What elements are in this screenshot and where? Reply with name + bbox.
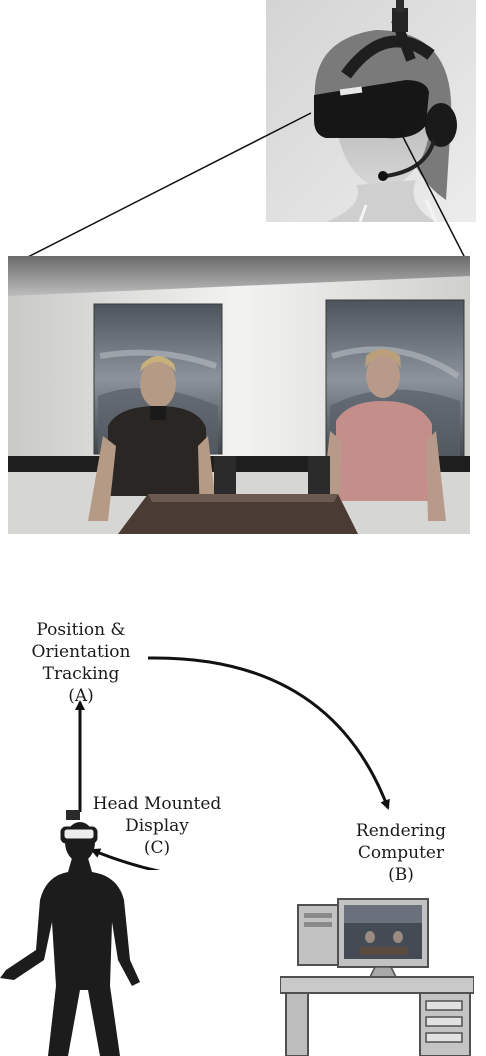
tracking-label-line-4: (A) [68, 686, 94, 706]
rendering-label-line-2: Computer [357, 843, 445, 863]
person-silhouette-icon [0, 810, 140, 1056]
tracking-label: Position & Orientation Tracking (A) [10, 619, 152, 707]
tracking-to-rendering-arrow [147, 656, 390, 810]
desktop-computer-icon [280, 898, 474, 1056]
callout-lines [21, 112, 466, 261]
display-label-line-1: Head Mounted [92, 794, 222, 814]
rendering-label-line-1: Rendering [355, 821, 447, 841]
tracking-label-line-3: Tracking [42, 664, 120, 684]
flow-arrows [75, 656, 390, 870]
tracking-label-line-1: Position & [36, 620, 126, 640]
tracking-label-line-2: Orientation [31, 642, 131, 662]
rendering-label: Rendering Computer (B) [336, 820, 466, 886]
rendering-label-line-3: (B) [388, 865, 414, 885]
rendering-to-display-arrow [90, 848, 161, 870]
display-label: Head Mounted Display (C) [82, 793, 232, 859]
hmd-user-photo [266, 0, 476, 222]
display-label-line-3: (C) [143, 838, 171, 858]
virtual-meeting-room [8, 256, 470, 534]
display-label-line-2: Display [125, 816, 189, 836]
